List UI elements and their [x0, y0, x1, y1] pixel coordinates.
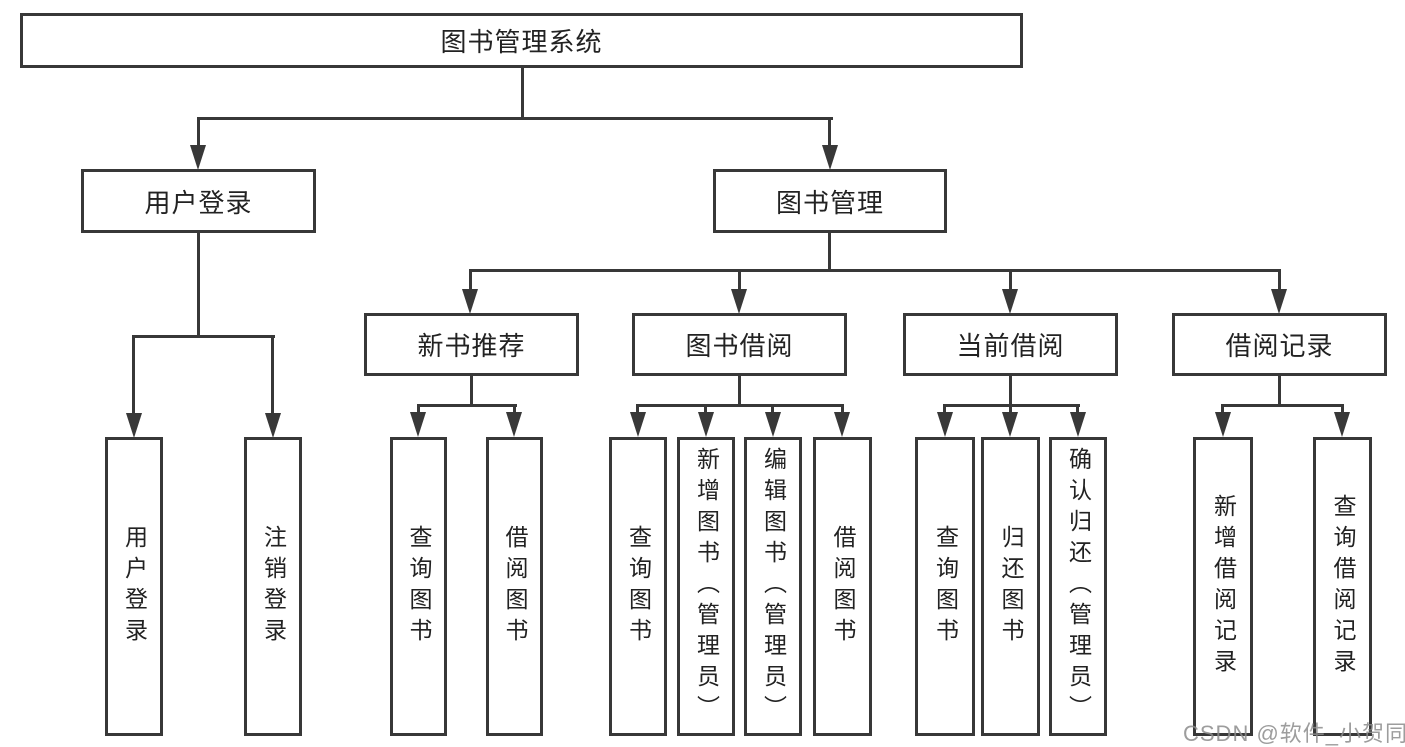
connector-line: [1278, 269, 1281, 291]
leaf-borrow-books-recommend: 借阅图书: [486, 437, 543, 736]
arrowhead: [126, 413, 142, 438]
connector-line: [1341, 404, 1344, 414]
leaf-user-login: 用户登录: [105, 437, 163, 736]
connector-line: [828, 232, 831, 271]
connector-line: [1221, 404, 1344, 407]
arrowhead: [1215, 412, 1231, 437]
connector-line: [197, 117, 833, 120]
leaf-query-borrow-record: 查询借阅记录: [1313, 437, 1372, 736]
leaf-query-books-borrowing: 查询图书: [609, 437, 667, 736]
arrowhead: [1271, 289, 1287, 314]
leaf-return-book: 归还图书: [981, 437, 1040, 736]
leaf-confirm-return-admin: 确认归还（管理员）: [1049, 437, 1107, 736]
node-user-login: 用户登录: [81, 169, 316, 233]
connector-line: [738, 269, 741, 291]
arrowhead: [1002, 412, 1018, 437]
arrowhead: [1070, 412, 1086, 437]
connector-line: [1009, 404, 1012, 414]
leaf-edit-book-admin: 编辑图书（管理员）: [744, 437, 802, 736]
connector-line: [132, 335, 135, 415]
arrowhead: [822, 145, 838, 170]
connector-line: [271, 335, 274, 415]
connector-line: [197, 232, 200, 337]
leaf-borrow-books: 借阅图书: [813, 437, 872, 736]
connector-line: [417, 404, 517, 407]
connector-line: [841, 404, 844, 414]
leaf-add-book-admin: 新增图书（管理员）: [677, 437, 735, 736]
arrowhead: [410, 412, 426, 437]
node-borrowing-records: 借阅记录: [1172, 313, 1387, 376]
arrowhead: [937, 412, 953, 437]
arrowhead: [630, 412, 646, 437]
connector-line: [521, 67, 524, 120]
arrowhead: [462, 289, 478, 314]
connector-line: [1221, 404, 1224, 414]
connector-line: [738, 375, 741, 406]
arrowhead: [1002, 289, 1018, 314]
connector-line: [470, 375, 473, 406]
connector-line: [469, 269, 1281, 272]
arrowhead: [265, 413, 281, 438]
leaf-logout: 注销登录: [244, 437, 302, 736]
node-book-management: 图书管理: [713, 169, 947, 233]
connector-line: [1278, 375, 1281, 406]
arrowhead: [834, 412, 850, 437]
leaf-query-books-current: 查询图书: [915, 437, 975, 736]
node-library-system: 图书管理系统: [20, 13, 1023, 68]
connector-line: [197, 117, 200, 147]
connector-line: [1076, 404, 1079, 414]
connector-line: [704, 404, 707, 414]
arrowhead: [765, 412, 781, 437]
leaf-query-books-recommend: 查询图书: [390, 437, 447, 736]
csdn-watermark: CSDN @软件_小贺同学: [1183, 721, 1405, 746]
arrowhead: [698, 412, 714, 437]
connector-line: [636, 404, 844, 407]
node-current-borrowing: 当前借阅: [903, 313, 1118, 376]
arrowhead: [190, 145, 206, 170]
node-new-book-recommend: 新书推荐: [364, 313, 579, 376]
connector-line: [828, 117, 831, 147]
leaf-add-borrow-record: 新增借阅记录: [1193, 437, 1253, 736]
arrowhead: [1334, 412, 1350, 437]
arrowhead: [506, 412, 522, 437]
connector-line: [469, 269, 472, 291]
connector-line: [132, 335, 275, 338]
connector-line: [417, 404, 420, 414]
connector-line: [1009, 375, 1012, 406]
connector-line: [943, 404, 946, 414]
connector-line: [513, 404, 516, 414]
node-book-borrowing: 图书借阅: [632, 313, 847, 376]
connector-line: [771, 404, 774, 414]
connector-line: [1009, 269, 1012, 291]
connector-line: [636, 404, 639, 414]
arrowhead: [731, 289, 747, 314]
